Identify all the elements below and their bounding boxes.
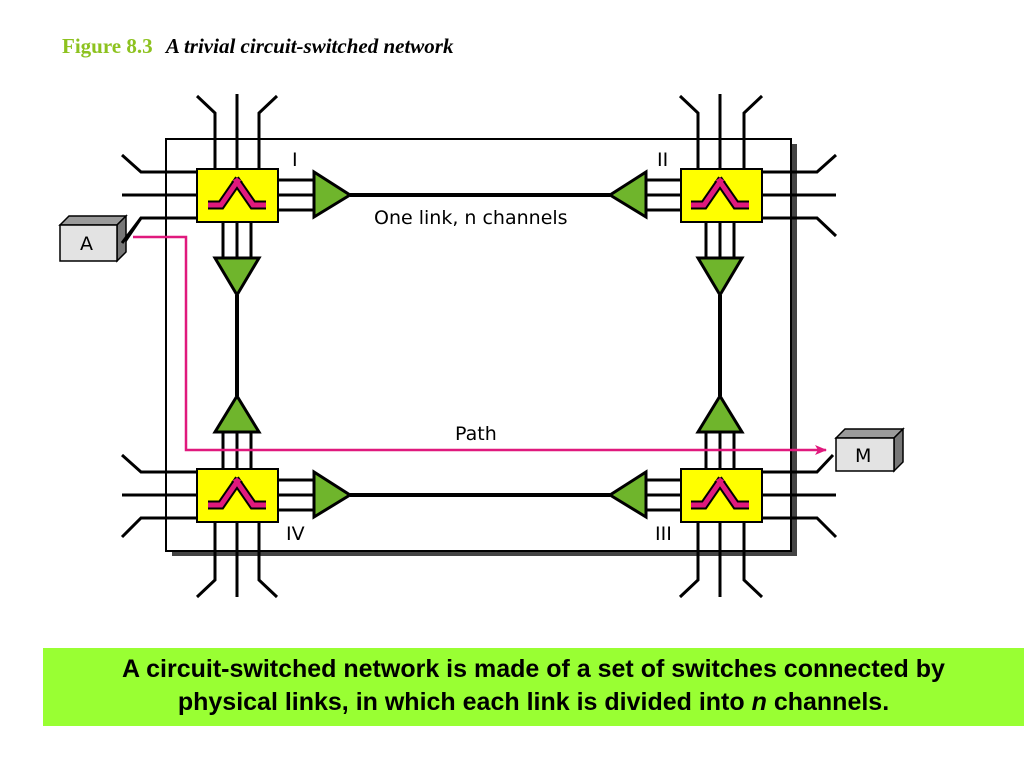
summary-text: A circuit-switched network is made of a … (43, 653, 1024, 719)
mux-icon (212, 393, 262, 434)
summary-line-2-emphasis: n (751, 688, 767, 716)
mux-icon (607, 169, 648, 220)
summary-line-2: physical links, in which each link is di… (43, 686, 1024, 719)
switch-label-III: III (655, 523, 672, 545)
mux-icon (212, 256, 262, 298)
switch-II (680, 168, 763, 223)
switch-label-II: II (657, 149, 668, 171)
switch-III (680, 468, 763, 523)
summary-line-2-post: channels. (766, 688, 890, 716)
switch-IV (196, 468, 279, 523)
switch-icon (691, 476, 749, 510)
mux-icon (607, 469, 648, 520)
link-label: One link, n channels (374, 207, 568, 229)
switch-icon (208, 476, 266, 510)
circuit-switched-network-diagram: I II IV III One link, n channels Path A … (58, 94, 905, 599)
path-label: Path (455, 423, 497, 445)
figure-title: Figure 8.3 A trivial circuit-switched ne… (62, 34, 453, 59)
switch-icon (691, 176, 749, 210)
mux-icon (695, 256, 745, 298)
summary-line-2-pre: physical links, in which each link is di… (177, 688, 752, 716)
endpoint-M[interactable]: M (834, 427, 905, 473)
figure-caption: A trivial circuit-switched network (165, 34, 454, 58)
multiplexers (212, 169, 745, 520)
figure-number: Figure 8.3 (62, 34, 153, 58)
switch-label-IV: IV (286, 523, 305, 545)
summary-box: A circuit-switched network is made of a … (43, 648, 1024, 726)
switch-I (196, 168, 279, 223)
channel-bundles (221, 178, 736, 512)
links (235, 193, 722, 497)
summary-line-1: A circuit-switched network is made of a … (122, 655, 945, 683)
switch-label-I: I (292, 149, 298, 171)
endpoint-A[interactable]: A (58, 214, 143, 263)
switch-icon (208, 176, 266, 210)
mux-icon (312, 169, 353, 220)
mux-icon (695, 393, 745, 434)
mux-icon (312, 469, 353, 520)
external-lines (120, 94, 838, 599)
path-line (133, 235, 827, 455)
endpoint-label-M: M (855, 445, 871, 467)
endpoint-label-A: A (80, 233, 93, 255)
